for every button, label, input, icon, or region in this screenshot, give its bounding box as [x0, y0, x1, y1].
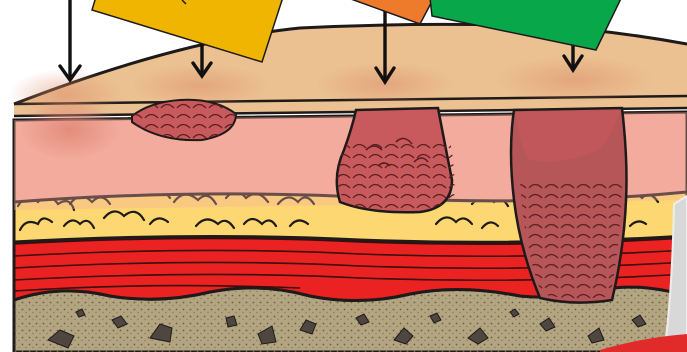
arrow-down-icon: [60, 0, 80, 80]
deep-wound: [337, 108, 455, 212]
label-box-orange: [326, 0, 438, 24]
